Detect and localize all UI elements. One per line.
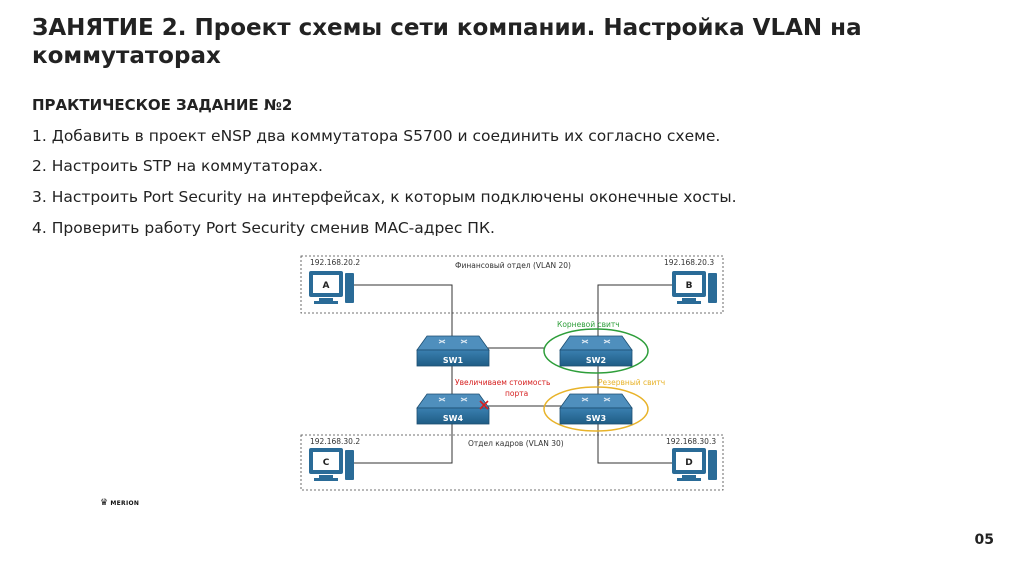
backup-switch-label: Резервный свитч <box>598 378 665 387</box>
task-item-2: 2. Настроить STP на коммутаторах. <box>32 157 323 175</box>
task-item-1: 1. Добавить в проект eNSP два коммутатор… <box>32 127 721 145</box>
host-a-icon: A <box>309 271 354 304</box>
host-d-icon: D <box>672 448 717 481</box>
page-number: 05 <box>974 532 994 548</box>
task-heading: ПРАКТИЧЕСКОЕ ЗАДАНИЕ №2 <box>32 96 293 114</box>
switch-sw2-label: SW2 <box>586 356 606 365</box>
vlan20-label: Финансовый отдел (VLAN 20) <box>455 261 571 270</box>
host-c-letter: C <box>323 458 330 468</box>
cost-note-line2: порта <box>505 389 528 398</box>
network-diagram: SW1 SW2 SW4 SW3 A B C D 192.168.20.2 192… <box>300 255 724 491</box>
host-c-ip: 192.168.30.2 <box>310 437 360 446</box>
host-d-ip: 192.168.30.3 <box>666 437 716 446</box>
backup-switch-highlight <box>543 386 649 432</box>
switch-sw2: SW2 <box>559 335 633 367</box>
blocked-port-icon <box>479 400 489 410</box>
page-title: ЗАНЯТИЕ 2. Проект схемы сети компании. Н… <box>32 15 862 69</box>
host-b-ip: 192.168.20.3 <box>664 258 714 267</box>
logo-text: MERION <box>110 500 140 507</box>
host-b-letter: B <box>686 281 693 291</box>
task-item-3: 3. Настроить Port Security на интерфейса… <box>32 188 737 206</box>
network-links <box>345 284 675 464</box>
root-switch-highlight <box>543 328 649 374</box>
vlan30-label: Отдел кадров (VLAN 30) <box>468 439 564 448</box>
host-a-letter: A <box>323 281 330 291</box>
switch-sw1: SW1 <box>416 335 490 367</box>
switch-sw4-label: SW4 <box>443 414 464 423</box>
host-a-ip: 192.168.20.2 <box>310 258 360 267</box>
switch-sw3: SW3 <box>559 393 633 425</box>
host-d-letter: D <box>685 458 692 468</box>
merion-logo: ♛MERION <box>100 498 139 508</box>
switch-sw1-label: SW1 <box>443 356 464 365</box>
root-switch-label: Корневой свитч <box>557 320 620 329</box>
host-c-icon: C <box>309 448 354 481</box>
logo-icon: ♛ <box>100 498 109 508</box>
switch-sw3-label: SW3 <box>586 414 606 423</box>
vlan30-group-box <box>300 434 724 491</box>
host-b-icon: B <box>672 271 717 304</box>
vlan20-group-box <box>300 255 724 314</box>
switch-sw4: SW4 <box>416 393 490 425</box>
task-item-4: 4. Проверить работу Port Security сменив… <box>32 219 495 237</box>
cost-note-line1: Увеличиваем стоимость <box>455 378 550 387</box>
